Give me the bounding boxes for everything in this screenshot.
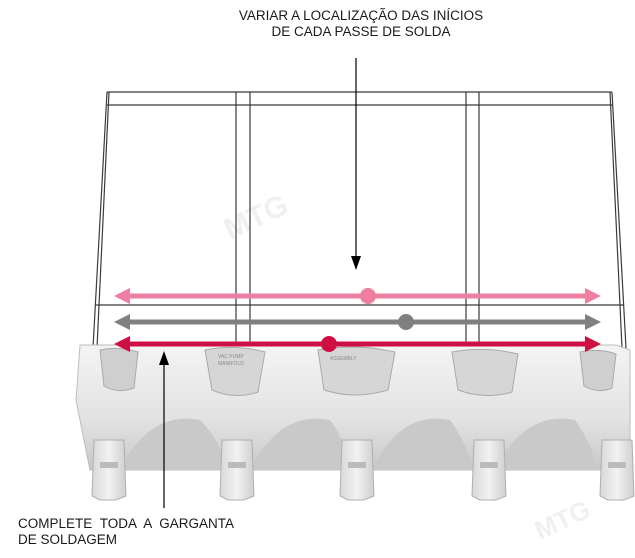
- weld-pass-3: [114, 336, 601, 352]
- top-caption: VARIAR A LOCALIZAÇÃO DAS INÍCIOS DE CADA…: [0, 8, 635, 40]
- bottom-caption-line-1: COMPLETE TODA A GARGANTA: [18, 516, 235, 531]
- arrow-left-icon: [114, 336, 130, 352]
- arrow-left-icon: [114, 314, 130, 330]
- tooth-5: [599, 439, 635, 501]
- cast-base: VAC PUMP MANIFOLD ASSEMBLY: [75, 344, 635, 501]
- part-label-1: VAC PUMP: [218, 354, 244, 360]
- start-point: [360, 288, 376, 304]
- arrow-up-icon: [159, 351, 169, 508]
- arrow-down-icon: [351, 58, 361, 270]
- weld-pass-2: [114, 314, 601, 330]
- bottom-caption-line-2: DE SOLDAGEM: [18, 532, 118, 547]
- liner-frame: [92, 91, 627, 349]
- tooth-2: [219, 439, 255, 501]
- tooth-1: [91, 439, 127, 501]
- bottom-caption: COMPLETE TODA A GARGANTA DE SOLDAGEM: [18, 516, 234, 548]
- arrow-right-icon: [585, 314, 601, 330]
- top-caption-line-1: VARIAR A LOCALIZAÇÃO DAS INÍCIOS: [238, 8, 484, 23]
- weld-passes: [114, 288, 601, 352]
- arrow-right-icon: [585, 288, 601, 304]
- part-label-3: ASSEMBLY: [330, 356, 357, 362]
- watermark-text-1: MTG: [219, 188, 293, 246]
- tooth-4: [471, 439, 507, 501]
- start-point: [321, 336, 337, 352]
- part-label-2: MANIFOLD: [218, 361, 244, 367]
- watermark-text-2: MTG: [530, 494, 595, 546]
- arrow-right-icon: [585, 336, 601, 352]
- weld-pass-1: [114, 288, 601, 304]
- pocket-1: [99, 347, 139, 392]
- start-point: [398, 314, 414, 330]
- arrow-left-icon: [114, 288, 130, 304]
- pocket-4: [451, 348, 519, 396]
- top-caption-line-2: DE CADA PASSE DE SOLDA: [271, 24, 451, 39]
- pocket-3: [317, 346, 396, 396]
- pocket-5: [579, 349, 617, 392]
- tooth-3: [339, 439, 375, 501]
- pocket-2: [204, 346, 266, 396]
